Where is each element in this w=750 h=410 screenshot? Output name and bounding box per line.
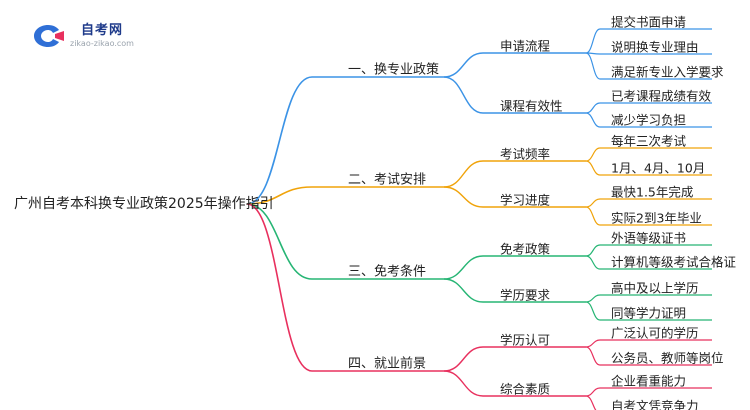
leaf-node: 广泛认可的学历	[611, 326, 699, 341]
sub-branch-link	[443, 278, 484, 303]
connector-lines	[246, 28, 712, 410]
leaf-link	[585, 147, 601, 162]
sub-branch-node: 学历要求	[500, 288, 551, 303]
sub-branch-node: 学习进度	[500, 193, 551, 208]
leaf-link	[585, 52, 601, 80]
leaf-node: 减少学习负担	[611, 113, 686, 128]
leaf-link	[585, 112, 601, 128]
leaf-node: 公务员、教师等岗位	[611, 351, 724, 366]
leaf-link	[585, 102, 601, 114]
leaf-node: 1月、4月、10月	[611, 161, 705, 176]
sub-branch-node: 考试频率	[500, 147, 550, 162]
sub-branch-link	[443, 186, 484, 208]
leaf-link	[585, 395, 597, 410]
leaf-node: 最快1.5年完成	[611, 185, 693, 200]
leaf-node: 实际2到3年毕业	[611, 211, 702, 226]
leaf-node: 提交书面申请	[611, 15, 686, 30]
sub-branch-node: 学历认可	[500, 333, 550, 348]
leaf-link	[585, 160, 601, 176]
leaf-node: 计算机等级考试合格证	[611, 255, 737, 270]
branch-node: 一、换专业政策	[348, 62, 439, 78]
branch-link	[246, 186, 313, 205]
leaf-node: 企业看重能力	[611, 374, 686, 389]
sub-branch-node: 综合素质	[500, 382, 550, 397]
leaf-node: 满足新专业入学要求	[611, 65, 724, 80]
leaf-link	[585, 294, 601, 303]
logo-name: 自考网	[81, 23, 124, 38]
sub-branch-link	[443, 160, 484, 188]
branch-node: 四、就业前景	[348, 356, 426, 372]
sub-branch-link	[443, 370, 484, 397]
sub-branch-link	[443, 255, 484, 280]
leaf-node: 高中及以上学历	[611, 281, 699, 296]
sub-branch-node: 免考政策	[500, 242, 551, 257]
mind-map-nodes: 广州自考本科换专业政策2025年操作指引 一、换专业政策 申请流程 提交书面申请说明换…	[14, 15, 737, 410]
branch-link	[246, 203, 313, 280]
leaf-node: 每年三次考试	[611, 134, 687, 149]
root-node: 广州自考本科换专业政策2025年操作指引	[14, 195, 274, 212]
logo-url: zikao-zikao.com	[70, 39, 134, 48]
leaf-node: 说明换专业理由	[611, 40, 699, 55]
sub-branch-link	[443, 346, 484, 372]
sub-branch-link	[443, 52, 484, 78]
leaf-link	[585, 387, 601, 397]
leaf-link	[585, 28, 601, 54]
branch-node: 二、考试安排	[348, 173, 426, 188]
site-logo: 自考网 zikao-zikao.com	[31, 14, 151, 54]
branch-node: 三、免考条件	[348, 264, 426, 280]
leaf-node: 已考课程成绩有效	[611, 89, 712, 104]
leaf-node: 外语等级证书	[611, 231, 686, 246]
leaf-node: 自考文凭竞争力	[611, 399, 699, 410]
sub-branch-node: 课程有效性	[500, 99, 563, 114]
sub-branch-node: 申请流程	[500, 39, 551, 54]
logo-mark-icon	[34, 25, 64, 47]
leaf-node: 同等学力证明	[611, 306, 686, 321]
leaf-link	[585, 339, 601, 348]
branch-link	[246, 76, 313, 205]
leaf-link	[585, 198, 601, 208]
leaf-link	[585, 206, 601, 226]
leaf-link	[585, 301, 601, 321]
branch-link	[246, 203, 313, 372]
leaf-link	[585, 255, 601, 270]
leaf-link	[585, 244, 601, 257]
sub-branch-link	[443, 76, 484, 114]
leaf-link	[585, 346, 601, 366]
